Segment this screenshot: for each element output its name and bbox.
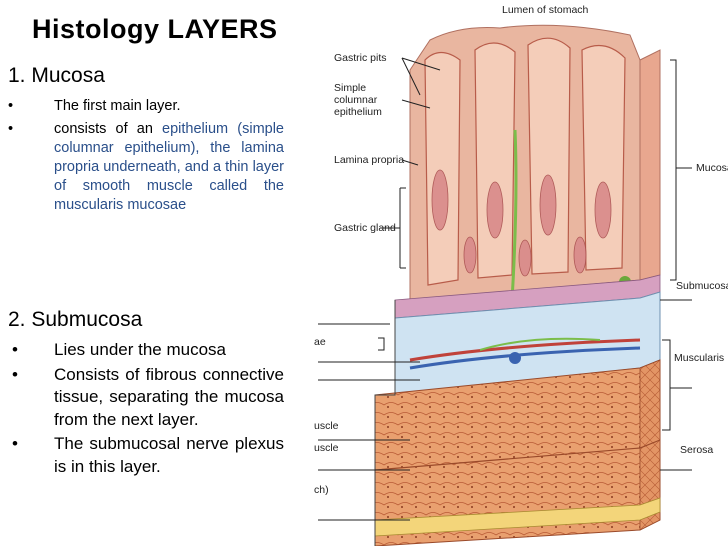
stomach-wall-drawing	[318, 24, 692, 547]
label-submucosa: Submucosa	[676, 280, 728, 292]
list-item: • Lies under the mucosa	[8, 339, 284, 362]
label-left-cut-4: ch)	[314, 484, 329, 496]
section-heading-submucosa: 2. Submucosa	[8, 308, 143, 331]
bullet-text: Consists of fibrous connective tissue, s…	[54, 364, 284, 429]
list-item: • The first main layer.	[8, 97, 284, 116]
bullet-icon: •	[8, 121, 14, 137]
bullet-icon: •	[12, 434, 18, 453]
label-lumen: Lumen of stomach	[502, 4, 589, 16]
label-mucosa: Mucosa	[696, 162, 728, 174]
bullet-icon: •	[12, 364, 18, 384]
bullet-icon: •	[8, 98, 14, 114]
label-gastric-pits: Gastric pits	[334, 52, 387, 64]
bullet-icon: •	[12, 340, 18, 359]
label-left-cut-3: uscle	[314, 442, 339, 454]
section-heading-mucosa: 1. Mucosa	[8, 64, 105, 87]
label-simple-columnar: Simple columnar epithelium	[334, 82, 382, 118]
label-lamina-propria: Lamina propria	[334, 154, 405, 166]
label-serosa: Serosa	[680, 444, 714, 456]
stomach-wall-illustration: Lumen of stomach Gastric pits Simple col…	[300, 0, 728, 547]
list-item: • The submucosal nerve plexus is in this…	[8, 433, 284, 478]
submucosa-bullet-list: • Lies under the mucosa • Consists of fi…	[8, 339, 284, 478]
bullet-text: The submucosal nerve plexus is in this l…	[54, 434, 284, 476]
label-gastric-gland: Gastric gland	[334, 222, 396, 234]
list-item: • consists of an epithelium (simple colu…	[8, 120, 284, 215]
bullet-text: consists of an	[54, 121, 163, 137]
mucosa-bullet-list: • The first main layer. • consists of an…	[8, 97, 284, 215]
label-left-cut-1: ae	[314, 336, 326, 348]
bullet-text-highlight: epithelium (simple columnar epithelium),…	[54, 121, 284, 213]
bullet-text: The first main layer.	[54, 98, 181, 114]
slide-title: Histology LAYERS	[32, 14, 278, 44]
bullet-text: Lies under the mucosa	[54, 340, 226, 359]
label-muscularis: Muscularis	[674, 352, 725, 364]
label-left-cut-2: uscle	[314, 420, 339, 432]
list-item: • Consists of fibrous connective tissue,…	[8, 364, 284, 432]
